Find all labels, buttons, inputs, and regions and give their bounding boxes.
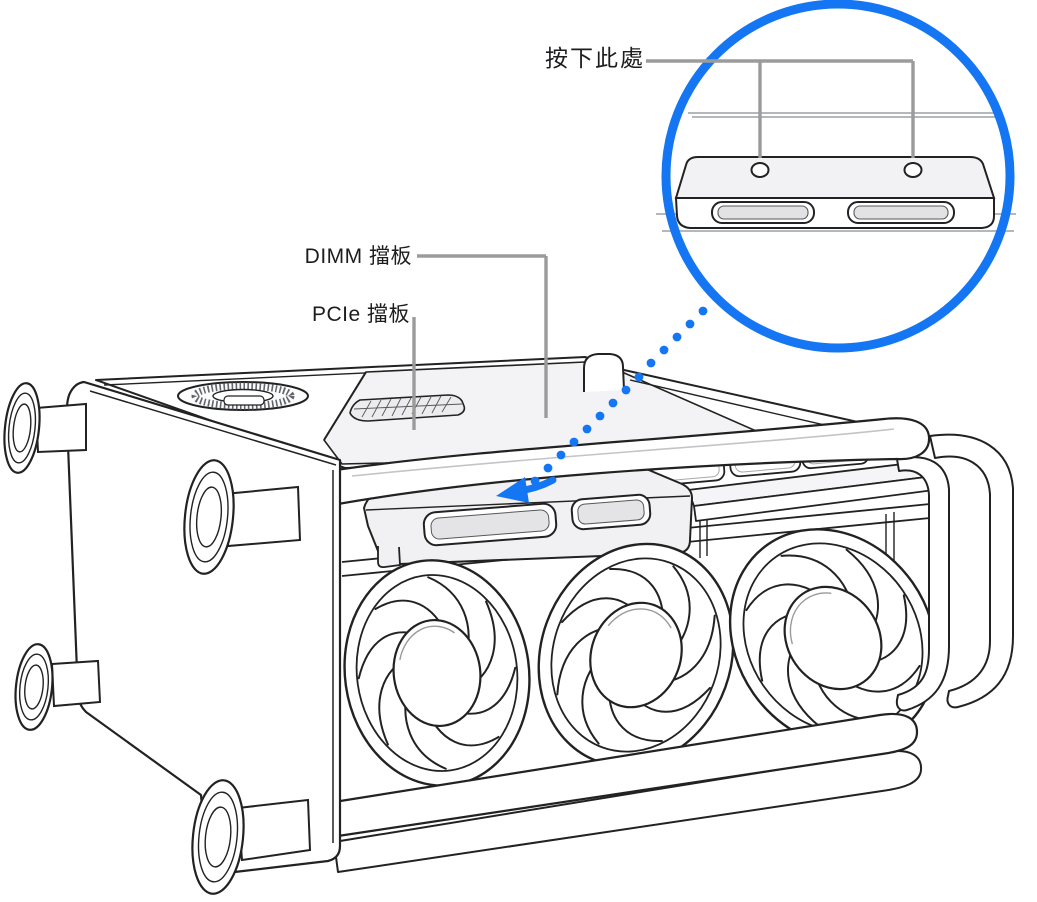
callout-lines (412, 59, 915, 430)
handle-cap (583, 353, 625, 392)
top-vent (177, 381, 309, 411)
press-point-left (750, 162, 770, 178)
foot (191, 779, 312, 895)
feet (3, 382, 312, 895)
foot (14, 643, 102, 731)
press-here-callout-line (646, 59, 915, 158)
dimm-cover-label: DIMM 擋板 (304, 245, 412, 268)
side-tube-outer (929, 433, 1014, 709)
pcie-cover-label: PCIe 擋板 (311, 303, 410, 326)
foot (3, 382, 87, 474)
side-tube-inner (895, 456, 950, 712)
frame (332, 417, 1014, 873)
press-arrow-icon (496, 476, 557, 503)
press-point-right (903, 162, 923, 178)
dotted-pointer-line (530, 306, 708, 486)
dimm-callout-line (417, 254, 548, 418)
bottom-rail-lower (333, 750, 923, 873)
bottom-rail-upper (332, 712, 919, 838)
press-here-label: 按下此處 (545, 45, 645, 71)
magnifier-detail (656, 0, 1016, 353)
pcie-grille (349, 394, 466, 422)
magnifier-circle-icon (661, 0, 1015, 353)
foot (183, 459, 302, 575)
